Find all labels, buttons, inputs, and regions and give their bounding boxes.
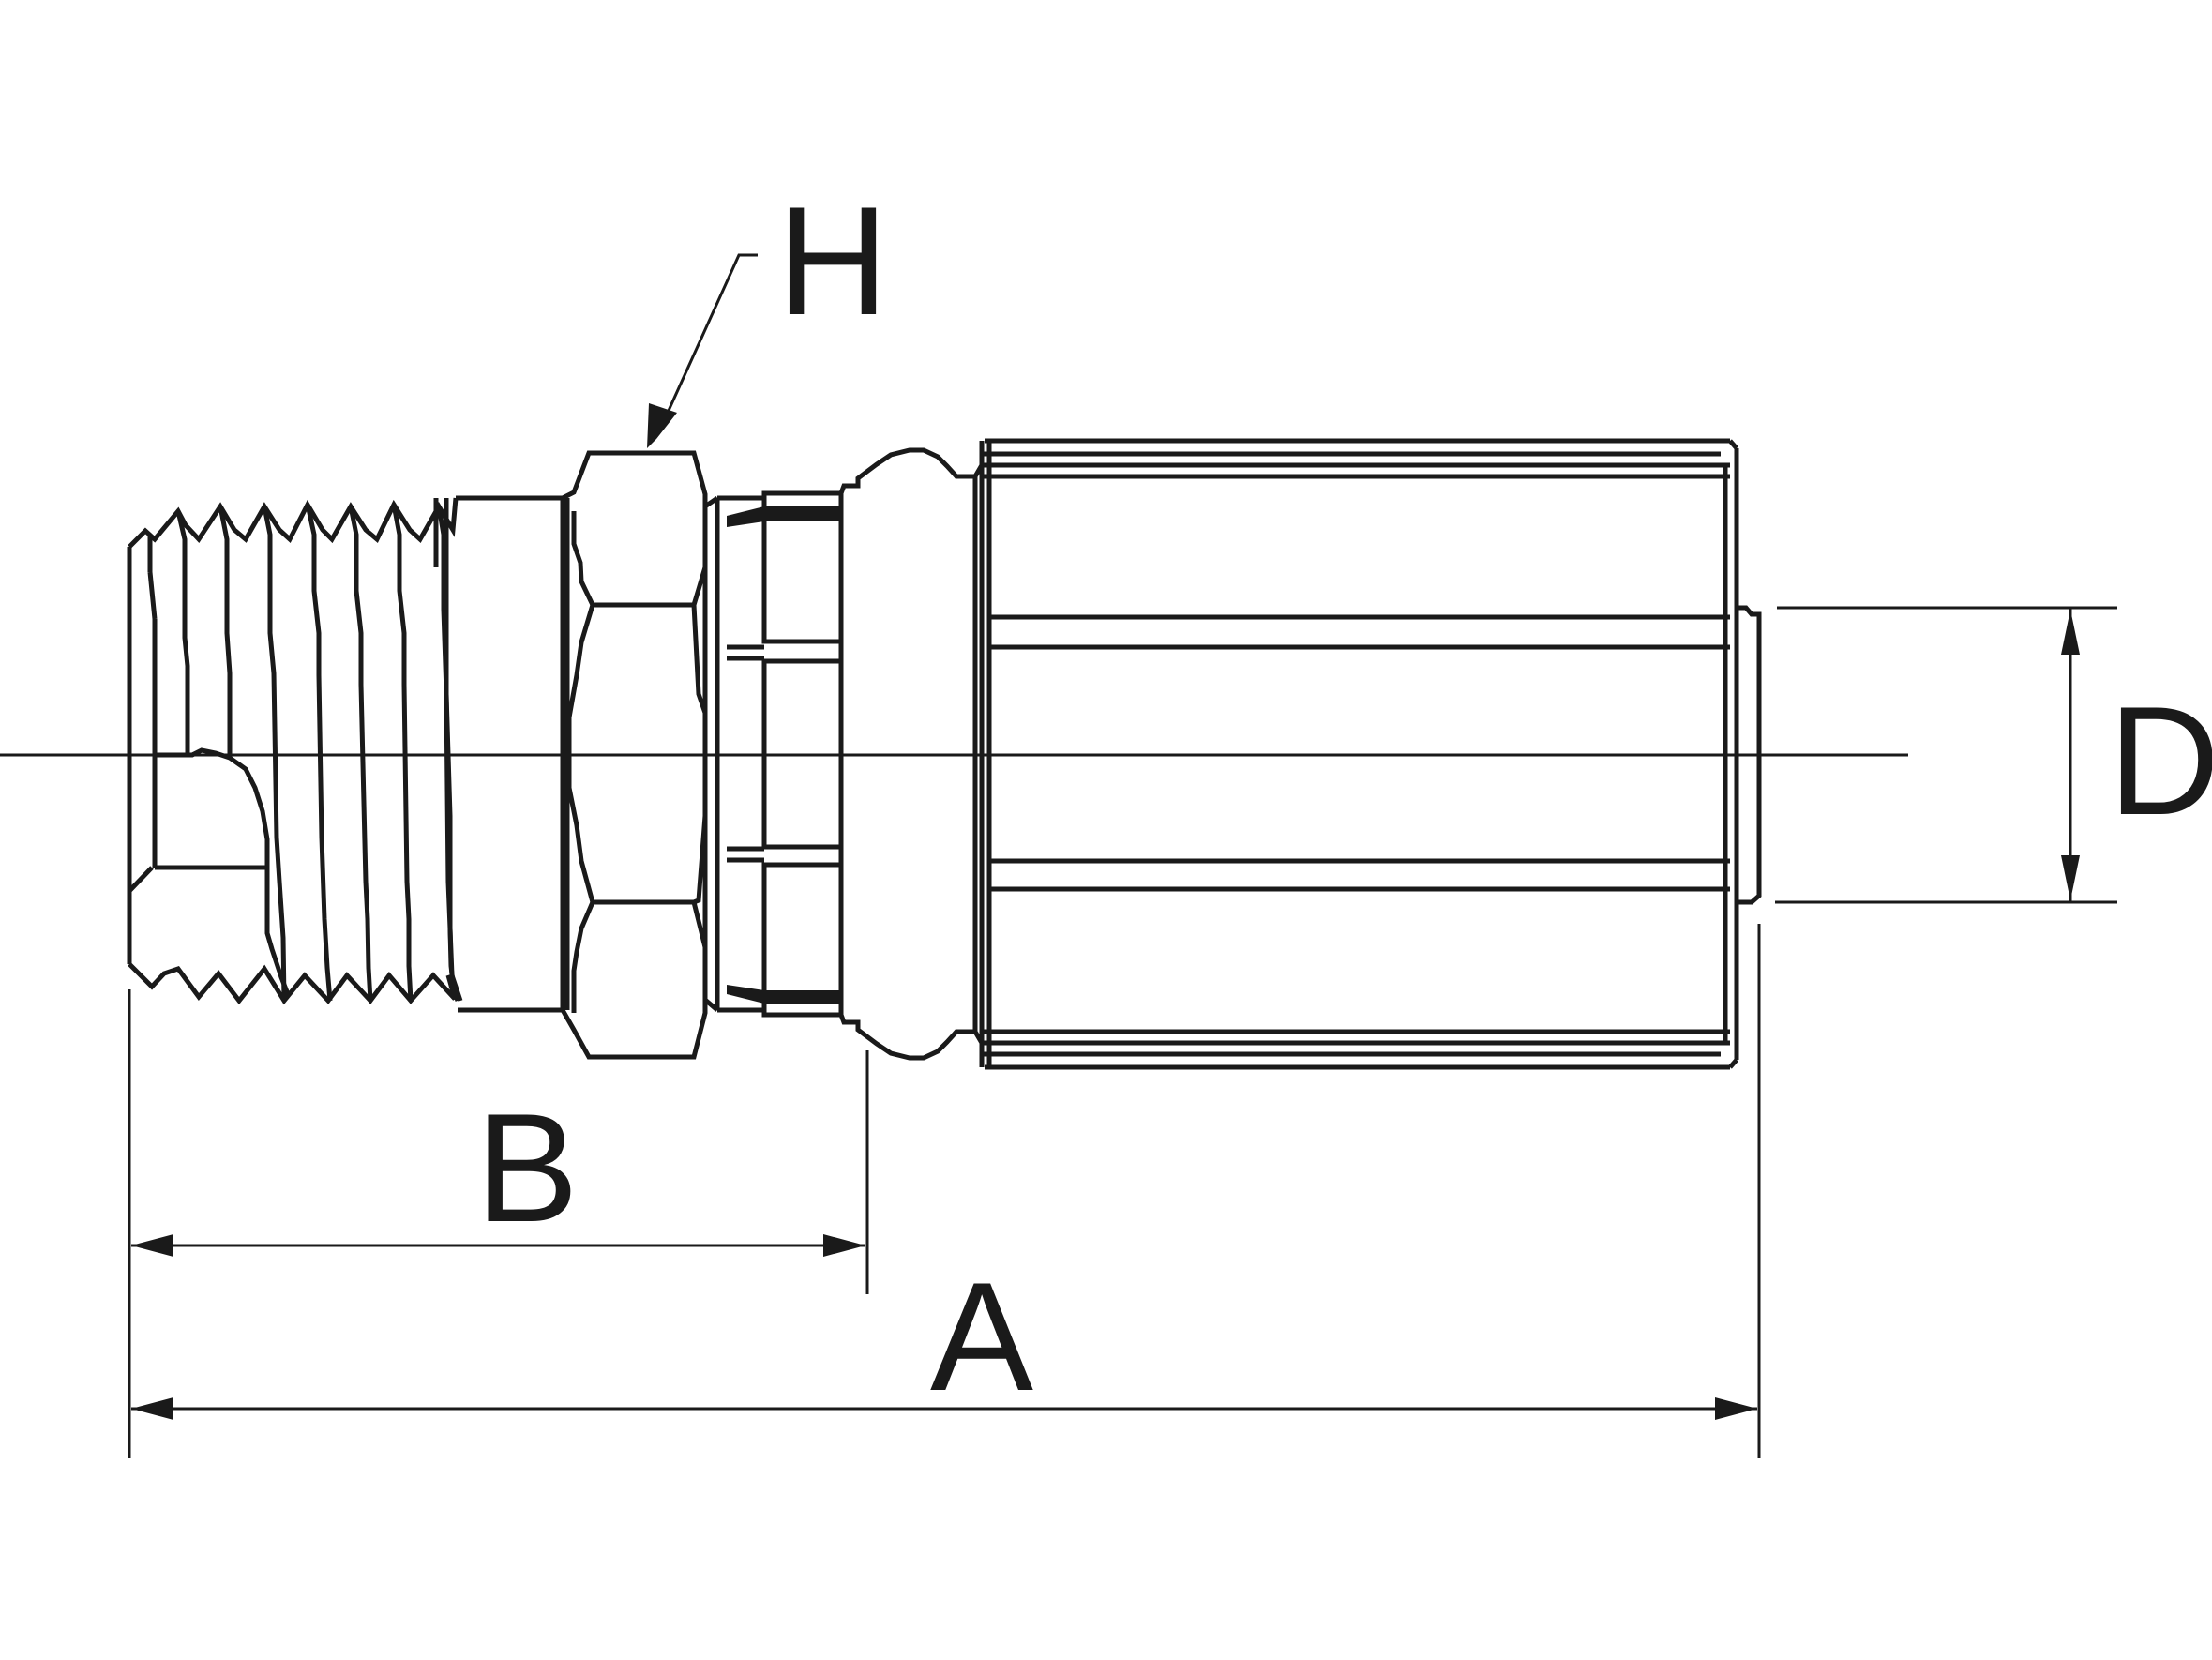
dimension-d: D [1775,606,2212,904]
label-b: B [475,1081,579,1254]
dimension-b: B [128,989,869,1458]
dimension-h: H [647,174,889,448]
label-h: H [776,174,888,347]
hose-socket [972,438,1762,1070]
hex-nut [560,450,708,1060]
label-d: D [2108,674,2212,847]
label-a: A [930,1250,1033,1423]
dimension-a: A [131,924,1761,1458]
